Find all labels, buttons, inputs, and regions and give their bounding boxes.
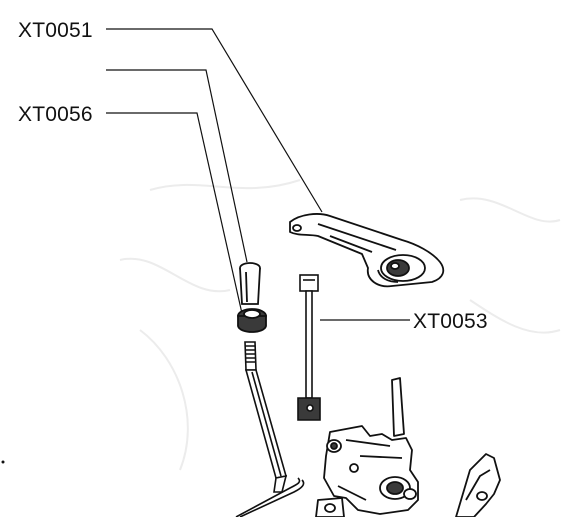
leader-lines — [106, 28, 410, 321]
scan-speck — [1, 460, 5, 464]
threaded-rod-part — [244, 341, 288, 493]
mechanism-bracket-part — [315, 377, 419, 517]
leader-line-unlabeled — [106, 69, 248, 263]
side-lever-part — [455, 453, 501, 517]
background-scan-marks — [119, 179, 561, 471]
part-label-xt0053: XT0053 — [413, 310, 488, 333]
part-label-xt0051: XT0051 — [18, 19, 93, 42]
leader-line-xt0056 — [106, 112, 244, 319]
bushing-part — [237, 262, 267, 333]
lever-arm-part — [289, 213, 445, 288]
leader-line-xt0051 — [106, 28, 323, 213]
cable-link-part — [235, 477, 305, 517]
connecting-link-part — [297, 274, 321, 421]
part-label-xt0056: XT0056 — [18, 103, 93, 126]
